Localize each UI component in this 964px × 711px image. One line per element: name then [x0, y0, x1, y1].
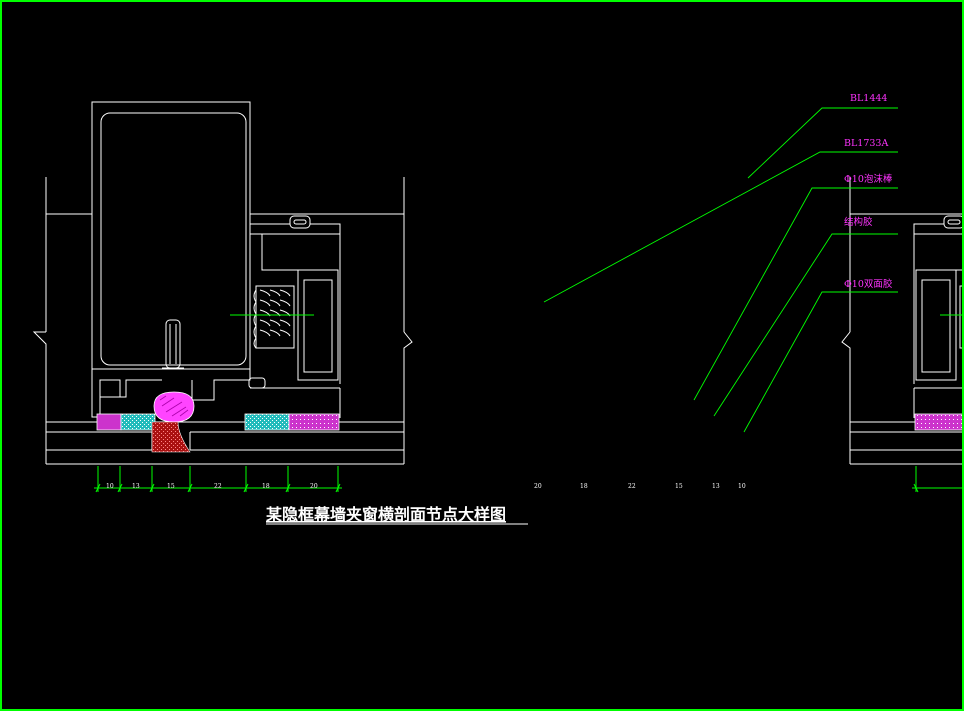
callout-label: 结构胶: [844, 216, 873, 228]
dimension-label: 20: [534, 483, 542, 490]
dimension-label: 15: [675, 483, 683, 490]
callout-label: BL1733A: [844, 138, 888, 149]
dimension-label: 20: [310, 483, 318, 490]
dimension-label: 15: [167, 483, 175, 490]
dimension-label: 10: [738, 483, 746, 490]
dimension-label: 18: [580, 483, 588, 490]
dimension-label: 13: [712, 483, 720, 490]
dimension-label: 18: [262, 483, 270, 490]
drawing-title: 某隐框幕墙夹窗横剖面节点大样图: [265, 505, 506, 524]
dimension-label: 13: [132, 483, 140, 490]
dimension-label: 22: [214, 483, 222, 490]
callout-label: Φ10双面胶: [844, 278, 893, 290]
dimension-label: 10: [106, 483, 114, 490]
callout-label: BL1444: [850, 93, 887, 104]
dimension-label: 22: [628, 483, 636, 490]
callout-label: Φ10泡沫棒: [844, 173, 893, 185]
